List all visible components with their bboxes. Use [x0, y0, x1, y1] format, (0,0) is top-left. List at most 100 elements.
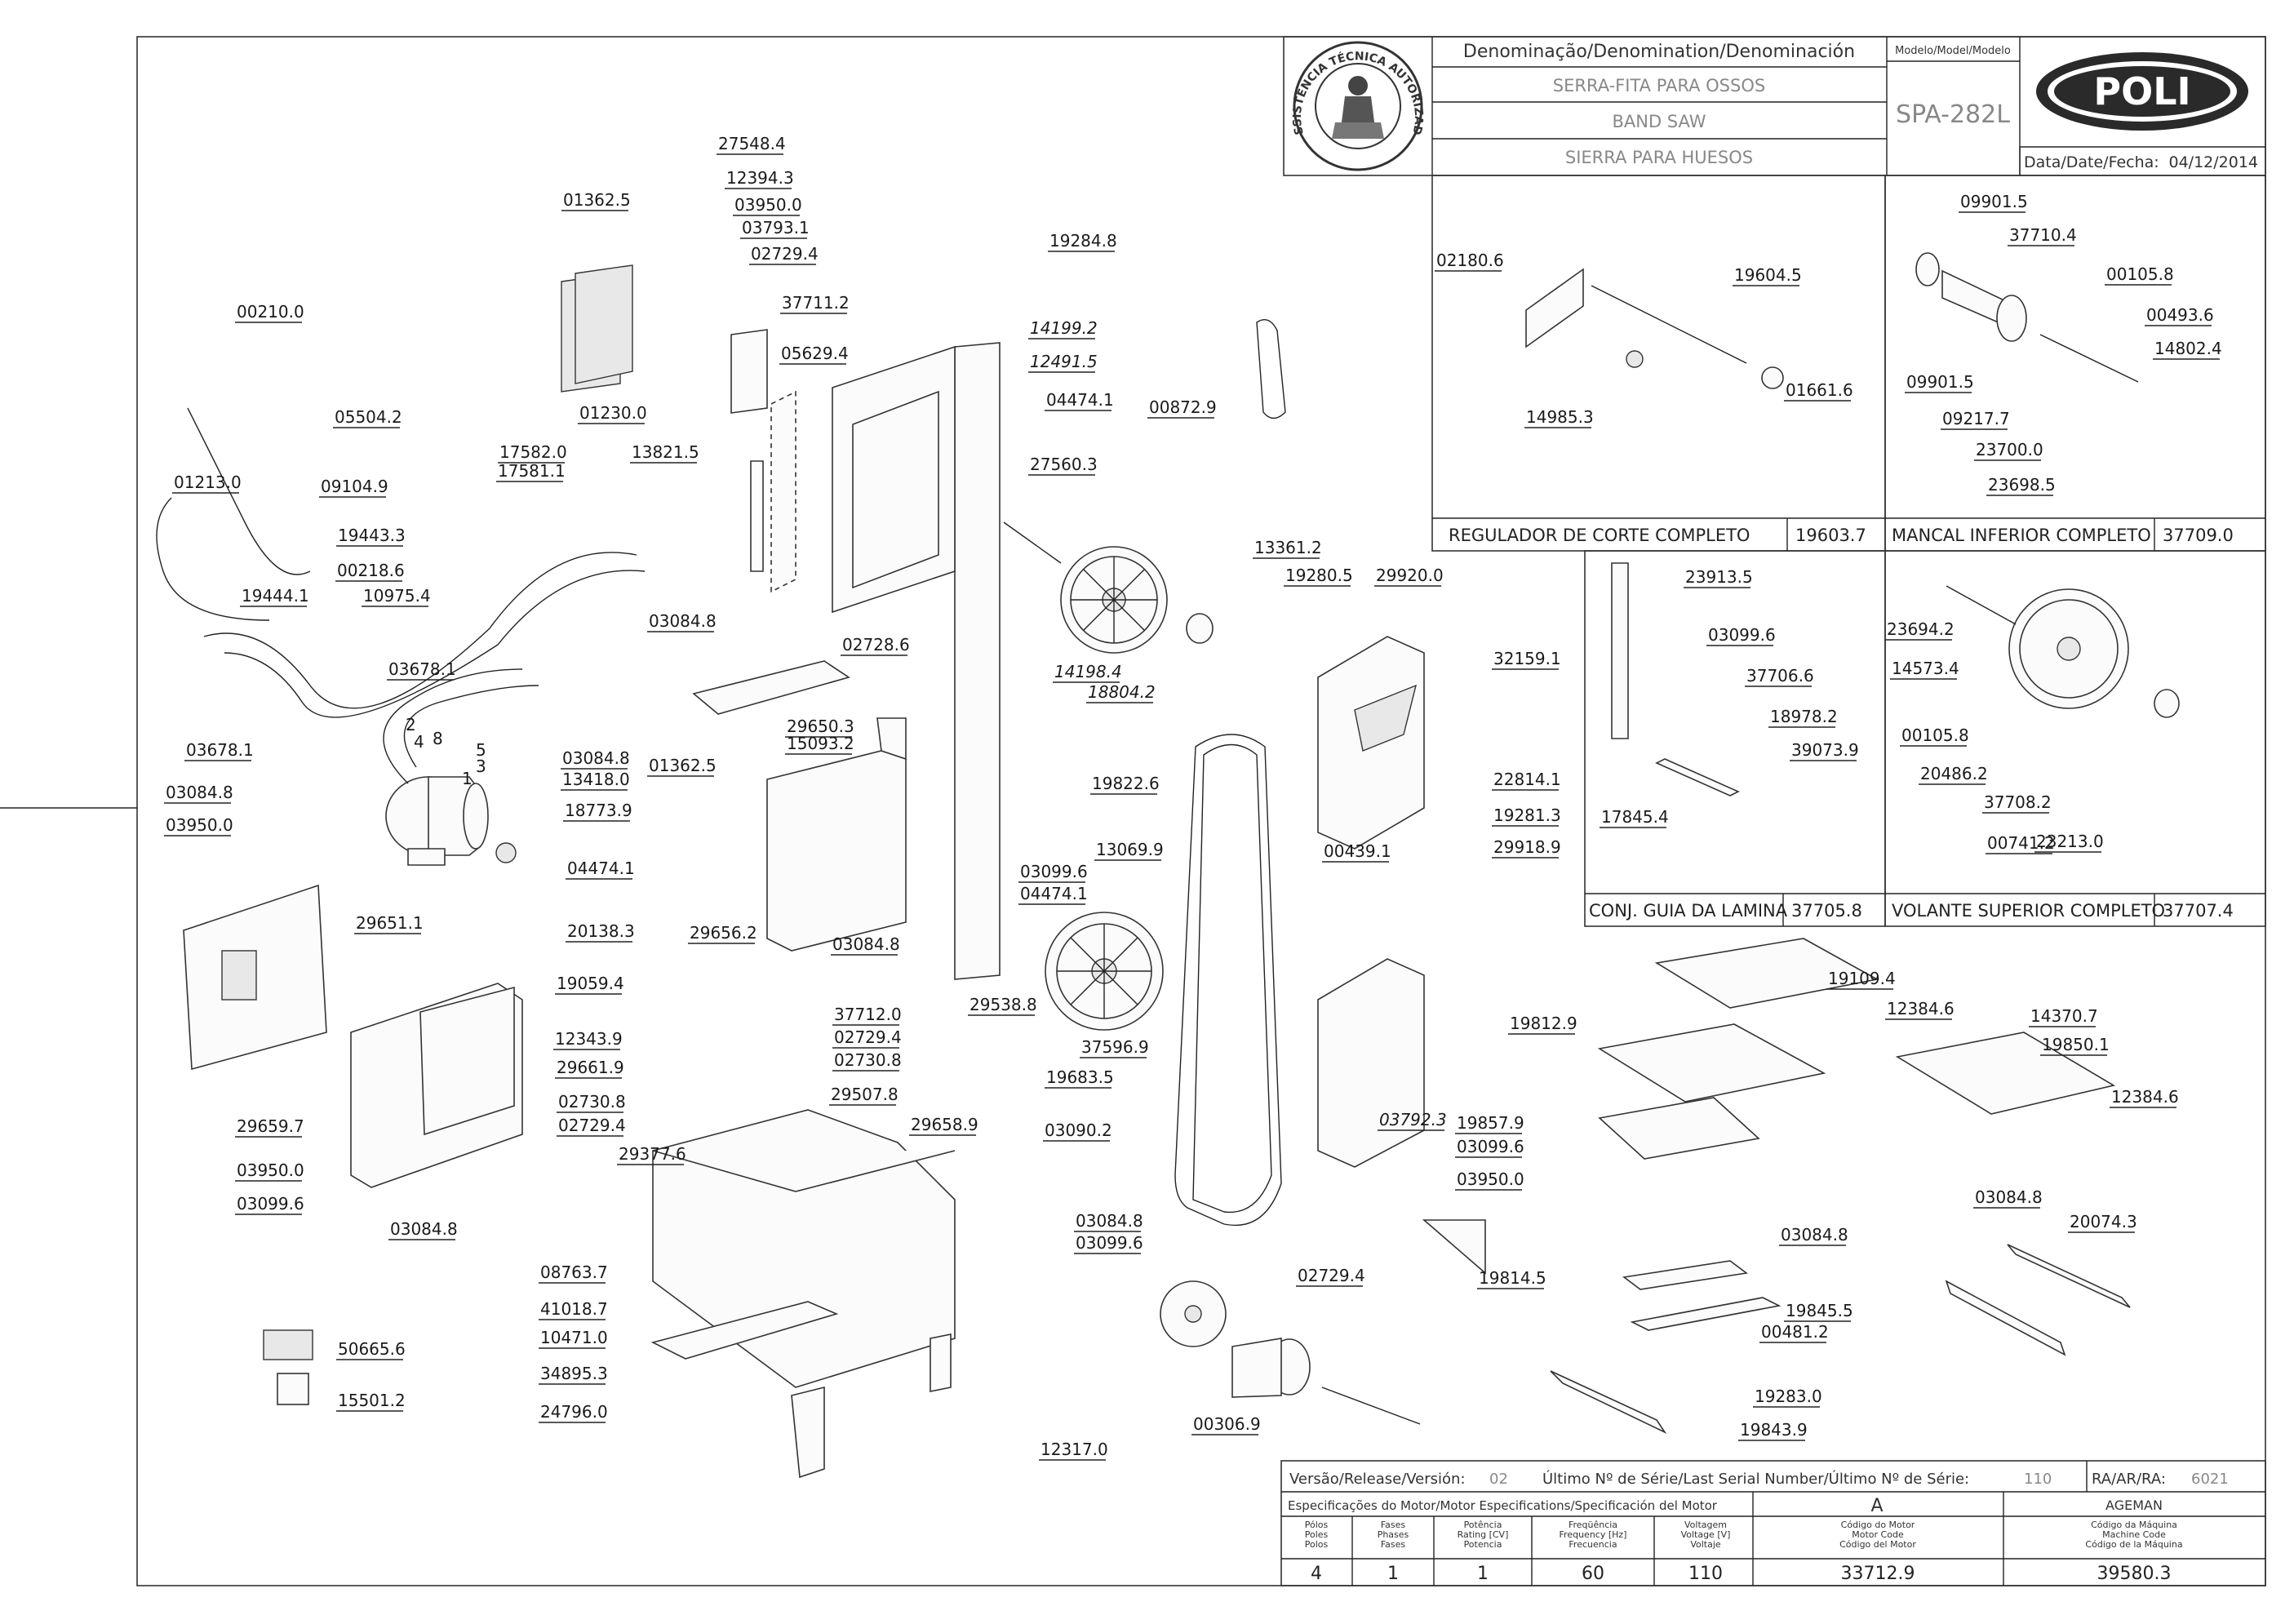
part-number-label: 19109.4 [1828, 969, 1896, 988]
part-number-label: 18804.2 [1088, 682, 1156, 702]
part-number-label: 19283.0 [1755, 1387, 1822, 1406]
part-number-label: 00872.9 [1149, 397, 1217, 417]
date-value: 04/12/2014 [2168, 153, 2258, 171]
spec-value: 33712.9 [1841, 1564, 1915, 1584]
part-number-label: 03950.0 [166, 815, 233, 835]
kit-name-lower-bearing: MANCAL INFERIOR COMPLETO [1892, 526, 2151, 545]
version-label: Versão/Release/Versión: [1289, 1471, 1466, 1488]
wire-number: 8 [433, 729, 443, 748]
part-number-label: 41018.7 [540, 1299, 608, 1319]
part-number-label: 02729.4 [834, 1027, 902, 1047]
part-number-label: 37711.2 [782, 293, 850, 313]
part-number-label: 03099.6 [1076, 1233, 1143, 1253]
part-number-label: 19683.5 [1046, 1067, 1114, 1087]
lower-shaft [1160, 1280, 1421, 1425]
part-number-label: 19843.9 [1740, 1420, 1808, 1440]
part-number-label: 32159.1 [1493, 649, 1561, 668]
part-number-label: 03099.6 [1457, 1137, 1524, 1156]
ra-label: RA/AR/RA: [2092, 1471, 2166, 1488]
spec-column-header: Rating [CV] [1458, 1529, 1509, 1540]
part-number-label: 12317.0 [1041, 1440, 1108, 1459]
part-number-label: 10975.4 [363, 586, 431, 606]
part-number-label: 22814.1 [1493, 770, 1561, 789]
part-number-label: 03084.8 [1781, 1225, 1848, 1245]
part-number-label: 03084.8 [166, 783, 233, 802]
part-number-label: 19850.1 [2042, 1035, 2110, 1054]
wire-number: 1 [462, 769, 473, 788]
upper-frame-assembly [561, 264, 1001, 980]
spec-column-header: Potência [1464, 1520, 1502, 1530]
spec-value: 110 [1688, 1564, 1723, 1584]
part-number-label: 23694.2 [1887, 619, 1955, 639]
part-number-label: 37712.0 [834, 1005, 902, 1024]
guide-kit-drawing [1611, 562, 1740, 796]
part-number-label: 00493.6 [2146, 305, 2214, 325]
part-number-label: 27560.3 [1030, 455, 1098, 474]
table-plates [1422, 938, 2131, 1434]
part-number-label: 03084.8 [1076, 1211, 1143, 1231]
part-number-label: 13069.9 [1096, 840, 1164, 859]
wire-number: 3 [476, 757, 486, 776]
part-number-label: 27548.4 [718, 134, 786, 153]
left-side-panels [183, 884, 523, 1188]
part-number-label: 39073.9 [1791, 740, 1859, 760]
spec-column-header: Fases [1381, 1520, 1406, 1530]
part-number-label: 29656.2 [690, 923, 757, 943]
part-number-label: 23913.5 [1685, 567, 1753, 587]
part-number-label: 03099.6 [1708, 625, 1776, 645]
part-number-label: 37710.4 [2009, 225, 2077, 245]
part-number-label: 50665.6 [338, 1339, 406, 1359]
part-number-label: 18773.9 [565, 801, 632, 820]
part-number-label: 04474.1 [567, 859, 635, 878]
part-number-label: 00439.1 [1324, 841, 1391, 861]
part-number-label: 29651.1 [356, 913, 424, 933]
spec-column-header: Freqüência [1569, 1520, 1617, 1530]
name-portuguese: SERRA-FITA PARA OSSOS [1553, 76, 1765, 95]
part-number-label: 14370.7 [2030, 1006, 2098, 1026]
part-number-label: 03090.2 [1045, 1120, 1112, 1140]
motor-letter: A [1870, 1496, 1883, 1516]
part-number-label: 03099.6 [1020, 862, 1088, 881]
wire-number: 5 [476, 740, 486, 760]
part-number-label: 19280.5 [1285, 566, 1353, 585]
part-number-label: 14802.4 [2154, 339, 2222, 358]
part-number-label: 02730.8 [558, 1092, 626, 1112]
spec-column-header: Voltage [V] [1681, 1529, 1731, 1540]
part-number-label: 37596.9 [1081, 1037, 1149, 1057]
part-number-label: 00481.2 [1761, 1322, 1829, 1342]
part-number-label: 00741.2 [1987, 833, 2055, 853]
title-block: ASSISTÊNCIA TÉCNICA AUTORIZADA Denominaç… [0, 0, 2266, 176]
part-number-label: 01230.0 [579, 403, 647, 423]
part-number-label: 19822.6 [1092, 774, 1160, 793]
part-number-label: 03099.6 [237, 1194, 304, 1214]
regulator-kit-drawing [1525, 268, 1784, 389]
part-number-label: 14198.4 [1054, 662, 1122, 681]
version-value: 02 [1489, 1471, 1508, 1488]
kit-code-lower-bearing: 37709.0 [2163, 526, 2234, 545]
spec-column-header: Pólos [1305, 1520, 1329, 1530]
part-number-label: 03950.0 [734, 195, 802, 215]
part-number-label: 03084.8 [562, 748, 630, 768]
spec-column-header: Frequency [Hz] [1560, 1529, 1627, 1540]
part-number-label: 18978.2 [1770, 707, 1838, 726]
wheel-covers [1317, 636, 1425, 1168]
part-number-label: 00210.0 [237, 302, 304, 322]
part-number-label: 00218.6 [337, 561, 405, 580]
part-number-label: 19604.5 [1734, 265, 1802, 285]
part-number-label: 19443.3 [338, 526, 406, 545]
part-number-label: 05629.4 [781, 344, 849, 363]
part-number-label: 00105.8 [2106, 264, 2174, 284]
spec-column-header: Voltagem [1684, 1520, 1727, 1530]
wiring-harness [156, 407, 646, 784]
spec-column-header: Polos [1305, 1539, 1329, 1550]
motor-spec-header: Especificações do Motor/Motor Especifica… [1288, 1498, 1718, 1513]
part-number-label: 19284.8 [1049, 231, 1117, 251]
part-number-label: 19845.5 [1786, 1301, 1853, 1320]
kit-code-blade-guide: 37705.8 [1791, 901, 1862, 921]
wire-number: 4 [414, 732, 424, 752]
part-number-label: 29377.6 [619, 1144, 686, 1164]
part-number-label: 15093.2 [787, 734, 854, 753]
name-spanish: SIERRA PARA HUESOS [1565, 148, 1753, 167]
part-number-label: 23213.0 [2036, 832, 2104, 851]
spec-column-header: Phases [1378, 1529, 1409, 1540]
